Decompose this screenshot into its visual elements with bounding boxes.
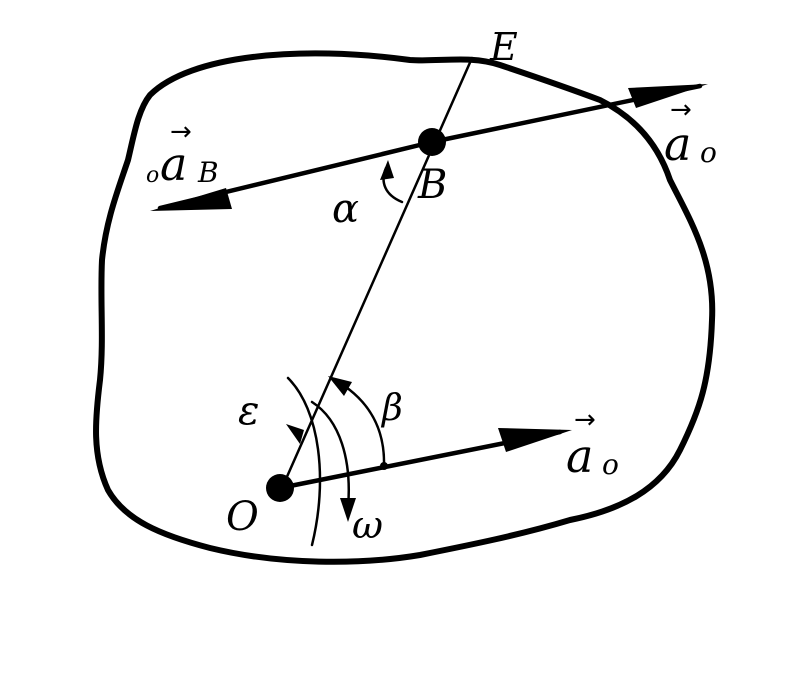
label-a-B-main: a (160, 137, 187, 191)
label-a-B-arrow: → (170, 117, 192, 147)
point-B (418, 128, 446, 156)
label-a-B-prefix: o (146, 163, 159, 188)
label-a-B-sub: B (197, 156, 219, 189)
beta-arc-arrowhead (328, 376, 352, 396)
line-OE (280, 56, 474, 490)
omega-angle-arc (310, 400, 350, 510)
label-E: E (489, 25, 518, 69)
epsilon-angle-arc (286, 376, 322, 547)
label-a-o-top-arrow: → (670, 95, 692, 125)
label-epsilon: ε (238, 388, 259, 434)
label-a-o-top-sub: o (700, 136, 717, 169)
omega-arc-arrowhead (340, 498, 356, 522)
label-a-o-bottom-sub: o (602, 448, 619, 481)
vector-a-B-arrowhead (150, 188, 232, 211)
label-a-o-bottom-arrow: → (574, 405, 596, 435)
label-alpha: α (332, 186, 359, 232)
label-a-o-bottom-main: a (566, 429, 593, 483)
label-a-o-top-main: a (664, 117, 691, 171)
epsilon-arc-arrowhead (286, 424, 304, 444)
alpha-arc-arrowhead (380, 160, 394, 180)
label-B: B (417, 162, 447, 208)
body-outline (93, 50, 716, 565)
label-omega: ω (352, 503, 383, 547)
vector-a-o-top-arrowhead (628, 84, 708, 108)
label-O: O (226, 494, 259, 540)
label-beta: β (380, 388, 403, 429)
vector-a-o-bottom-arrowhead (498, 428, 572, 452)
point-O (266, 474, 294, 502)
